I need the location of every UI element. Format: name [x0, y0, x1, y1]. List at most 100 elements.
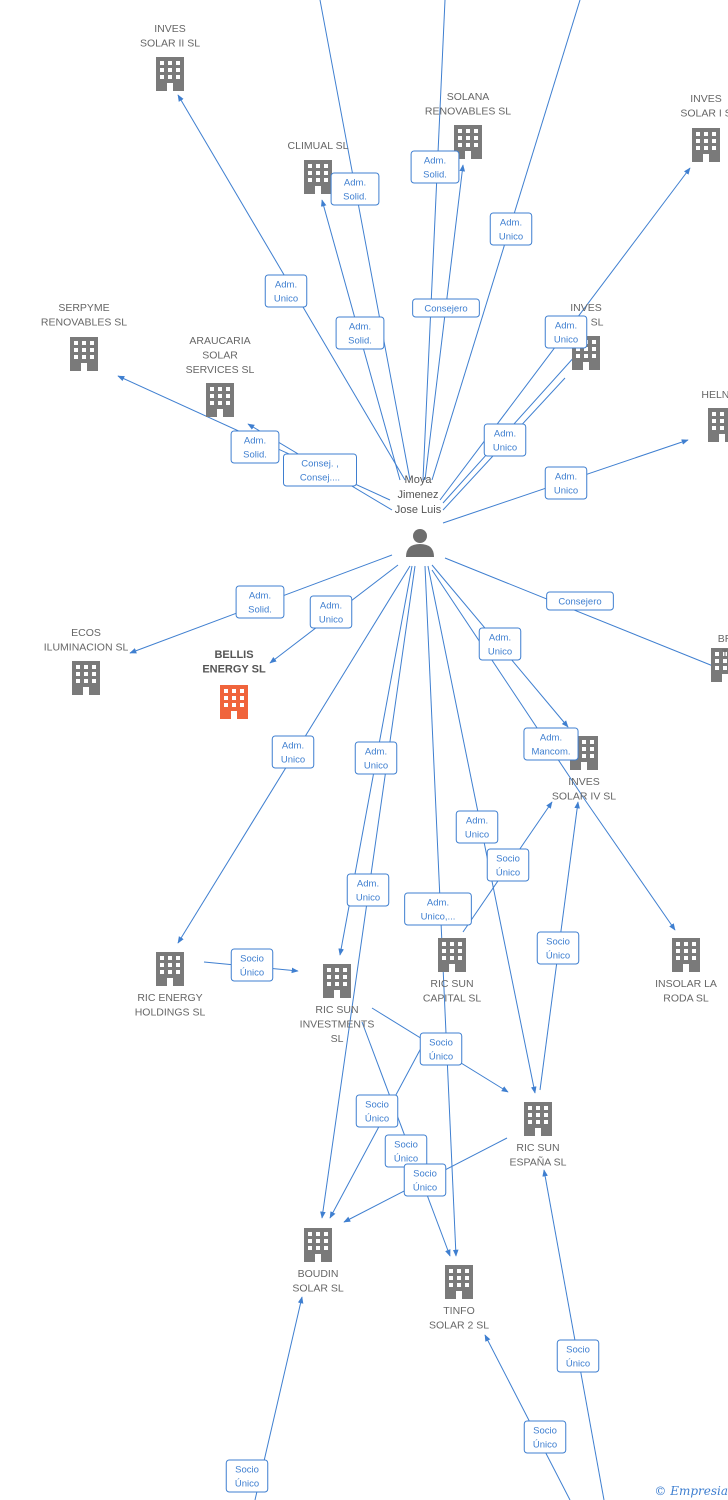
- relation-edge: [584, 799, 676, 931]
- relation-text: Único: [235, 1479, 259, 1490]
- relation-label[interactable]: Adm. Solid.: [410, 150, 460, 184]
- company-label: RIC SUN: [516, 1142, 559, 1154]
- building-icon: [206, 383, 234, 417]
- relation-label[interactable]: Consejero: [412, 298, 480, 318]
- relation-label[interactable]: Adm.Solid.: [230, 430, 280, 464]
- relation-label[interactable]: Adm.Unico: [271, 735, 315, 769]
- relation-text: Socio: [496, 854, 520, 865]
- relation-label[interactable]: Adm.Unico: [264, 274, 308, 308]
- relation-text: Unico: [465, 830, 489, 841]
- relation-label[interactable]: Adm.Unico: [309, 595, 353, 629]
- relation-label[interactable]: Adm.Unico: [544, 315, 588, 349]
- company-label: CAPITAL SL: [423, 993, 482, 1005]
- relation-text: Adm.: [424, 156, 446, 167]
- company-label: SERVICES SL: [186, 364, 255, 376]
- brand-name: Empresia: [670, 1484, 728, 1498]
- relation-text: Unico: [364, 761, 388, 772]
- relation-text: Solid.: [423, 170, 447, 181]
- relation-text: Adm.: [249, 591, 271, 602]
- company-label: BELLIS: [214, 649, 253, 661]
- relation-text: Adm.: [357, 879, 379, 890]
- relation-text: Único: [365, 1114, 389, 1125]
- relation-text: Adm.: [555, 472, 577, 483]
- relation-text: Unico: [554, 486, 578, 497]
- person-label: Moya: [405, 474, 433, 486]
- building-icon: [156, 57, 184, 91]
- company-label: ARAUCARIA: [189, 335, 250, 347]
- relation-label[interactable]: Adm. Unico: [544, 466, 588, 500]
- company-node-inves1[interactable]: INVES SOLAR I S: [680, 93, 728, 162]
- company-label: INSOLAR LA: [655, 978, 717, 990]
- relation-label[interactable]: Adm.Unico: [354, 741, 398, 775]
- company-node-br[interactable]: BRT: [711, 633, 728, 682]
- relation-label[interactable]: Adm.Unico: [478, 627, 522, 661]
- relation-text: Solid.: [343, 192, 367, 203]
- company-label: INVES: [690, 93, 722, 105]
- relation-label[interactable]: Adm.Solid.: [235, 585, 285, 619]
- relation-label[interactable]: Adm.Mancom.: [523, 727, 579, 761]
- relation-label[interactable]: Adm.Solid.: [335, 316, 385, 350]
- relation-text: Unico: [319, 615, 343, 626]
- company-label: SL: [331, 1033, 344, 1045]
- building-icon: [524, 1102, 552, 1136]
- relation-text: Consej. ,: [301, 459, 339, 470]
- company-node-climual[interactable]: CLIMUAL SL: [288, 140, 349, 194]
- relation-text: Socio: [394, 1140, 418, 1151]
- relation-text: Consejero: [558, 597, 601, 608]
- relation-text: Adm.: [494, 429, 516, 440]
- relation-label[interactable]: Consejero: [546, 591, 614, 611]
- relation-text: Adm.: [540, 733, 562, 744]
- relation-label[interactable]: Adm.Unico: [489, 212, 533, 246]
- person-label: Jimenez: [398, 489, 439, 501]
- building-icon: [445, 1265, 473, 1299]
- company-node-insolar[interactable]: INSOLAR LA RODA SL: [655, 938, 717, 1005]
- edges-layer: [117, 0, 719, 1500]
- relation-edge: [424, 164, 466, 481]
- building-icon: [323, 964, 351, 998]
- company-label: RIC SUN: [315, 1004, 358, 1016]
- relation-text: Único: [546, 951, 570, 962]
- company-label: INVES: [570, 302, 602, 314]
- company-label: SOLANA: [447, 91, 490, 103]
- relation-label[interactable]: Adm.Solid.: [330, 172, 380, 206]
- company-label: RODA SL: [663, 993, 709, 1005]
- relation-label[interactable]: Consej. ,Consej....: [283, 453, 357, 487]
- relation-label[interactable]: Adm.Unico: [346, 873, 390, 907]
- building-icon: [70, 337, 98, 371]
- company-label: T: [722, 648, 728, 660]
- relation-label[interactable]: Adm.Unico,...: [404, 892, 472, 926]
- company-label: SOLAR I S: [680, 108, 728, 120]
- company-node-helnay[interactable]: HELNAY: [701, 389, 728, 442]
- relation-text: Unico: [499, 232, 523, 243]
- relation-text: Socio: [566, 1345, 590, 1356]
- relation-text: Único: [429, 1052, 453, 1063]
- relation-label[interactable]: Adm.Unico: [483, 423, 527, 457]
- relation-label[interactable]: Adm.Unico: [455, 810, 499, 844]
- relation-edge: [431, 569, 586, 801]
